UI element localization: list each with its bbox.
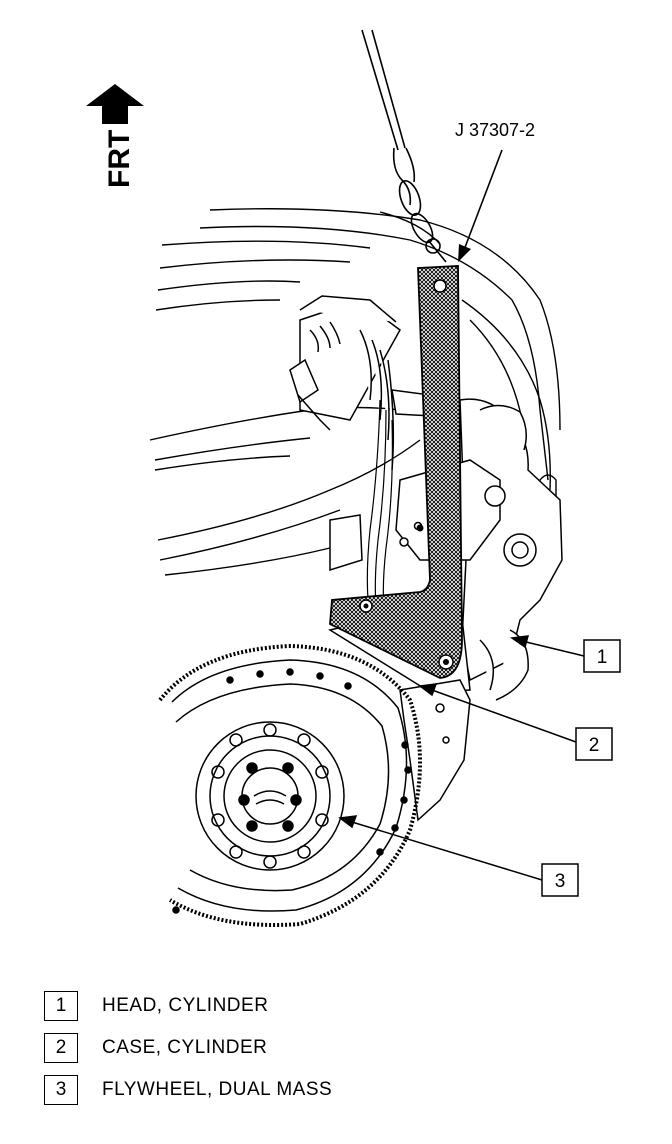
wire-harness-connector	[289, 295, 401, 471]
legend-row-flywheel-dual-mass: 3 FLYWHEEL, DUAL MASS	[44, 1072, 604, 1108]
callout-2: 2	[575, 727, 613, 761]
cylinder-case	[399, 679, 471, 822]
front-direction-icon	[86, 84, 144, 124]
parts-legend: 1 HEAD, CYLINDER 2 CASE, CYLINDER 3 FLYW…	[44, 988, 604, 1114]
callout-1-label: 1	[597, 647, 608, 668]
legend-label: HEAD, CYLINDER	[102, 995, 269, 1016]
lifting-bracket-tool	[329, 265, 463, 679]
callout-2-label: 2	[589, 735, 600, 756]
dual-mass-flywheel	[158, 643, 422, 927]
callout-1: 1	[583, 639, 621, 673]
lifting-chain	[361, 29, 449, 287]
engine-compartment-lines	[149, 208, 561, 576]
legend-row-case-cylinder: 2 CASE, CYLINDER	[44, 1030, 604, 1066]
legend-number-box: 3	[44, 1075, 78, 1105]
callout-leaders	[338, 635, 585, 881]
harness-wires	[366, 399, 393, 609]
tool-pointer-arrow	[458, 149, 503, 262]
callout-3-label: 3	[555, 871, 566, 892]
legend-label: FLYWHEEL, DUAL MASS	[102, 1079, 333, 1100]
legend-number-box: 2	[44, 1033, 78, 1063]
legend-row-head-cylinder: 1 HEAD, CYLINDER	[44, 988, 604, 1024]
legend-number-box: 1	[44, 991, 78, 1021]
tool-label: J 37307-2	[455, 120, 535, 140]
callout-3: 3	[541, 863, 579, 897]
legend-label: CASE, CYLINDER	[102, 1037, 268, 1058]
frt-label: FRT	[103, 130, 136, 188]
